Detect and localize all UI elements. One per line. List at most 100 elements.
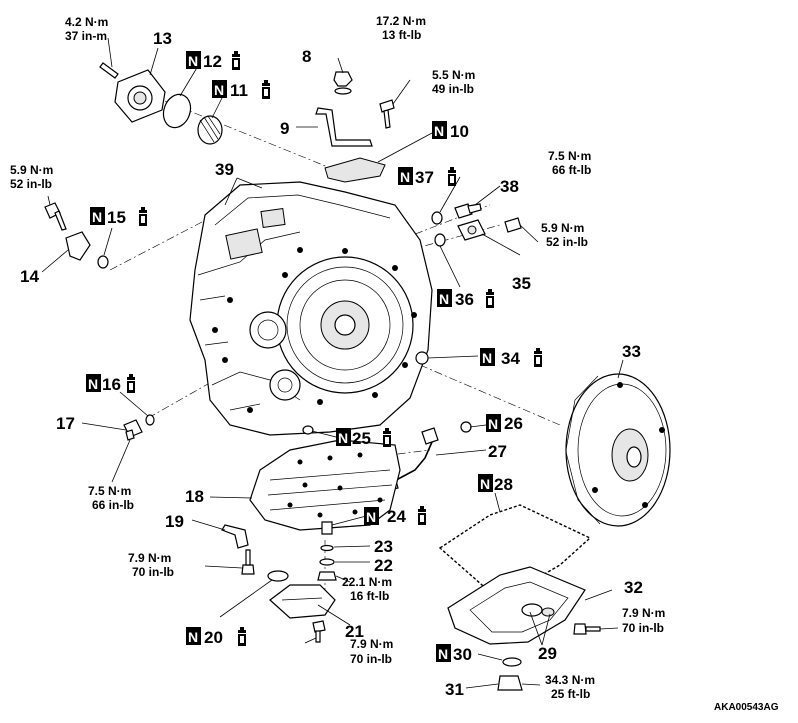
transaxle-case [189, 181, 433, 436]
torque-32-nm: 7.9 N·m [622, 606, 665, 620]
svg-text:N: N [434, 123, 444, 139]
torque-38-nm: 7.5 N·m [548, 149, 591, 163]
callout-32: 32 [624, 578, 643, 597]
new-part-marker-icon [336, 428, 351, 446]
new-part-marker-icon [90, 207, 105, 225]
fluid-bottle-icon [383, 428, 391, 447]
fluid-bottle-icon [262, 80, 270, 99]
fluid-bottle-icon [139, 207, 147, 226]
n-callout-26: N 26 [486, 414, 523, 433]
oil-strainer [269, 584, 336, 619]
callout-22: 22 [374, 556, 393, 575]
n-callout-24: N 24 [364, 506, 426, 526]
n-callout-16: N 16 [86, 374, 135, 394]
torque-21-imp: 70 in-lb [350, 652, 392, 666]
svg-text:N: N [400, 169, 410, 185]
fluid-bottle-icon [232, 51, 240, 70]
torque-32-imp: 70 in-lb [622, 621, 664, 635]
new-part-marker-icon [432, 121, 447, 139]
new-part-marker-icon [186, 627, 201, 645]
bolt-24 [321, 521, 333, 535]
torque-19-nm: 7.9 N·m [128, 551, 171, 565]
callout-39: 39 [215, 160, 234, 179]
gasket-25 [302, 425, 314, 435]
torque-31-imp: 25 ft-lb [551, 687, 590, 701]
drain-plug-31 [497, 675, 523, 691]
callout-35: 35 [512, 274, 531, 293]
svg-text:15: 15 [107, 208, 126, 227]
svg-text:37: 37 [415, 168, 434, 187]
torque-31-nm: 34.3 N·m [545, 673, 595, 687]
svg-text:12: 12 [203, 52, 222, 71]
n-callout-34: N 34 [480, 348, 542, 368]
n-callout-10: N 10 [432, 121, 469, 141]
n-callout-12: N 12 [186, 51, 240, 71]
bolt-22 [317, 571, 337, 581]
oil-cooler-adapter [99, 62, 166, 123]
n-callout-20: N 20 [186, 627, 246, 647]
callout-18: 18 [185, 487, 204, 506]
torque-22-imp: 16 ft-lb [350, 589, 389, 603]
svg-text:N: N [438, 646, 448, 662]
o-ring-20 [267, 570, 289, 582]
svg-text:N: N [214, 82, 224, 98]
svg-text:11: 11 [230, 81, 248, 100]
fluid-bottle-icon [534, 348, 542, 367]
o-ring-12 [162, 93, 192, 129]
callout-29: 29 [538, 644, 557, 663]
bolt-19 [241, 549, 255, 575]
svg-text:25: 25 [352, 429, 371, 448]
new-part-marker-icon [480, 348, 495, 366]
new-part-marker-icon [437, 289, 452, 307]
svg-text:34: 34 [501, 349, 520, 368]
callout-33: 33 [622, 342, 641, 361]
fluid-bottle-icon [238, 627, 246, 646]
svg-text:N: N [188, 629, 198, 645]
svg-text:N: N [338, 430, 348, 446]
svg-text:N: N [92, 209, 102, 225]
svg-text:20: 20 [204, 628, 223, 647]
new-part-marker-icon [212, 80, 227, 98]
torque-14-nm: 5.9 N·m [10, 163, 53, 177]
new-part-marker-icon [398, 167, 413, 185]
new-part-marker-icon [186, 51, 201, 69]
n-callout-37: N 37 [398, 167, 456, 187]
n-callout-15: N 15 [90, 207, 147, 227]
o-ring-26 [460, 421, 472, 433]
svg-text:N: N [439, 291, 449, 307]
plug-34 [415, 351, 429, 365]
torque-9-imp: 49 in-lb [432, 82, 474, 96]
torque-9-nm: 5.5 N·m [432, 68, 475, 82]
fluid-bottle-icon [127, 374, 135, 393]
o-ring-15 [97, 255, 109, 269]
callout-38: 38 [500, 177, 519, 196]
torque-8-nm: 17.2 N·m [376, 14, 426, 28]
callout-14: 14 [20, 267, 39, 286]
svg-text:36: 36 [455, 290, 474, 309]
callout-23: 23 [374, 537, 393, 556]
torque-19-imp: 70 in-lb [132, 565, 174, 579]
callout-numbers: 13 8 9 39 14 38 35 17 33 27 18 19 23 22 … [20, 29, 643, 699]
gasket-16 [145, 414, 155, 426]
sensor-10 [324, 157, 386, 183]
bolt-9 [379, 99, 395, 129]
svg-text:30: 30 [453, 645, 472, 664]
svg-text:N: N [488, 416, 498, 432]
washer-23 [320, 544, 334, 552]
svg-text:N: N [88, 376, 98, 392]
svg-text:N: N [366, 509, 376, 525]
o-ring-37 [431, 211, 443, 225]
torque-14-imp: 52 in-lb [10, 177, 52, 191]
washer-22 [319, 558, 335, 566]
n-callout-30: N 30 [436, 644, 472, 664]
valve-body [249, 439, 401, 531]
svg-text:24: 24 [387, 507, 406, 526]
bracket-19 [221, 524, 249, 549]
n-callout-25: N 25 [336, 428, 391, 448]
callout-31: 31 [445, 680, 464, 699]
new-part-callouts: N 12 N 11 N 10 N 37 N 15 N [86, 51, 542, 664]
torque-17-nm: 7.5 N·m [88, 484, 131, 498]
torque-specs: 4.2 N·m 37 in-m 17.2 N·m 13 ft-lb 5.5 N·… [10, 14, 665, 701]
oil-pan [447, 566, 586, 645]
